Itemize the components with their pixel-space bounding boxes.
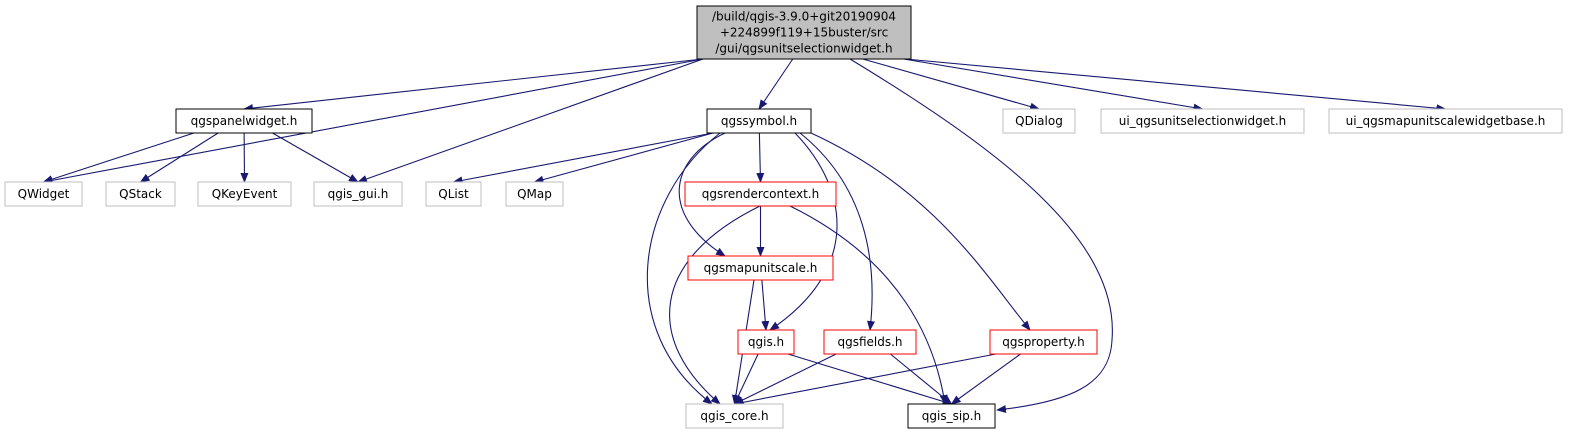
node-box-qkeyevent [197, 181, 292, 207]
node-label-qgsmapunitscale: qgsmapunitscale.h [704, 261, 818, 275]
node-box-qlist [425, 181, 482, 207]
node-qgis_gui[interactable]: qgis_gui.h [313, 181, 403, 207]
node-box-qmap [505, 181, 564, 207]
node-label-qwidget: QWidget [18, 187, 70, 201]
edge-qgsmapunitscale-to-qgis [761, 279, 770, 331]
node-qgspanelwidget[interactable]: qgspanelwidget.h [175, 108, 313, 134]
node-label-qstack: QStack [119, 187, 162, 201]
node-box-qgsmapunitscale [687, 255, 834, 281]
node-box-qgsfields [823, 329, 917, 355]
edge-qgssymbol-to-qgis [769, 132, 838, 331]
node-qgsmapunitscale[interactable]: qgsmapunitscale.h [687, 255, 834, 281]
node-root[interactable]: /build/qgis-3.9.0+git20190904 +224899f119… [696, 5, 912, 60]
node-label-qgis: qgis.h [748, 335, 784, 349]
node-ui_qgsunitselectionwidget[interactable]: ui_qgsunitselectionwidget.h [1100, 108, 1305, 134]
edge-qgsrendercontext-to-qgis_core [669, 205, 761, 405]
edge-qgssymbol-to-qmap [533, 132, 714, 184]
node-box-ui_qgsmapunitscalewidgetbase [1328, 108, 1563, 134]
node-qdialog[interactable]: QDialog [1002, 108, 1076, 134]
node-ui_qgsmapunitscalewidgetbase[interactable]: ui_qgsmapunitscalewidgetbase.h [1328, 108, 1563, 134]
node-box-qgssymbol [706, 108, 812, 134]
node-label-qkeyevent: QKeyEvent [212, 187, 278, 201]
node-qgis_core[interactable]: qgis_core.h [685, 403, 784, 429]
node-label-ui_qgsmapunitscalewidgetbase: ui_qgsmapunitscalewidgetbase.h [1346, 114, 1546, 128]
edge-qgssymbol-to-qgsrendercontext [756, 132, 765, 183]
edge-qgspanelwidget-to-qgis_gui [272, 132, 359, 183]
node-box-qgspanelwidget [175, 108, 313, 134]
edge-qgspanelwidget-to-qwidget [42, 132, 195, 184]
node-box-qgsproperty [989, 329, 1098, 355]
edge-qgsfields-to-qgis_core [733, 353, 837, 405]
node-label-qgspanelwidget: qgspanelwidget.h [191, 114, 298, 128]
node-qgis_sip[interactable]: qgis_sip.h [907, 403, 996, 429]
edge-qgsproperty-to-qgis_core [733, 353, 997, 407]
node-box-qgsrendercontext [684, 181, 837, 207]
edge-qgssymbol-to-qgsproperty [810, 132, 1031, 331]
edge-root-to-qgis_sip [849, 58, 1113, 413]
edge-qgspanelwidget-to-qstack [139, 132, 219, 183]
node-box-qgis_sip [907, 403, 996, 429]
edge-qgssymbol-to-qgis_core [646, 132, 721, 405]
edge-root-to-ui_qgsunitselectionwidget [903, 58, 1204, 112]
edge-qgssymbol-to-qlist [452, 132, 714, 185]
node-label-qgsrendercontext: qgsrendercontext.h [702, 187, 819, 201]
node-qgssymbol[interactable]: qgssymbol.h [706, 108, 812, 134]
node-label-qgis_core: qgis_core.h [700, 409, 768, 423]
node-label-root-line-2: /gui/qgsunitselectionwidget.h [715, 42, 892, 56]
node-label-ui_qgsunitselectionwidget: ui_qgsunitselectionwidget.h [1119, 114, 1287, 128]
node-box-qstack [105, 181, 176, 207]
node-qmap[interactable]: QMap [505, 181, 564, 207]
node-box-qgis_core [685, 403, 784, 429]
node-box-ui_qgsunitselectionwidget [1100, 108, 1305, 134]
node-qkeyevent[interactable]: QKeyEvent [197, 181, 292, 207]
edge-root-to-qgis_gui [357, 58, 704, 183]
node-qgis[interactable]: qgis.h [737, 329, 795, 355]
node-label-root-line-0: /build/qgis-3.9.0+git20190904 [712, 10, 896, 24]
edge-root-to-qgspanelwidget [243, 58, 704, 113]
edge-root-to-ui_qgsmapunitscalewidgetbase [904, 58, 1447, 113]
node-box-qgis_gui [313, 181, 403, 207]
nodes-layer: /build/qgis-3.9.0+git20190904 +224899f119… [4, 5, 1563, 429]
node-box-qwidget [4, 181, 83, 207]
edge-qgsfields-to-qgis_sip [890, 353, 953, 405]
node-label-qgsfields: qgsfields.h [837, 335, 902, 349]
node-label-root-line-1: +224899f119+15buster/src [720, 26, 888, 40]
edge-qgsrendercontext-to-qgis_sip [789, 205, 948, 405]
node-label-qlist: QList [438, 187, 469, 201]
node-box-qgis [737, 329, 795, 355]
edge-qgis-to-qgis_sip [787, 353, 953, 406]
node-qgsproperty[interactable]: qgsproperty.h [989, 329, 1098, 355]
node-label-qgis_sip: qgis_sip.h [922, 409, 981, 423]
edge-qgis-to-qgis_core [734, 353, 759, 405]
edge-qgssymbol-to-qgsfields [799, 132, 875, 331]
edge-root-to-qwidget [42, 58, 704, 185]
node-label-qmap: QMap [517, 187, 552, 201]
node-box-qdialog [1002, 108, 1076, 134]
node-label-qgssymbol: qgssymbol.h [721, 114, 797, 128]
node-box-root [696, 5, 912, 60]
node-qlist[interactable]: QList [425, 181, 482, 207]
node-qgsfields[interactable]: qgsfields.h [823, 329, 917, 355]
edge-qgsproperty-to-qgis_sip [950, 353, 1021, 405]
node-qwidget[interactable]: QWidget [4, 181, 83, 207]
node-label-qgis_gui: qgis_gui.h [328, 187, 389, 201]
edge-root-to-qdialog [862, 58, 1040, 111]
node-label-qdialog: QDialog [1015, 114, 1063, 128]
edge-root-to-qgssymbol [758, 58, 794, 110]
node-label-qgsproperty: qgsproperty.h [1002, 335, 1085, 349]
node-qgsrendercontext[interactable]: qgsrendercontext.h [684, 181, 837, 207]
node-qstack[interactable]: QStack [105, 181, 176, 207]
